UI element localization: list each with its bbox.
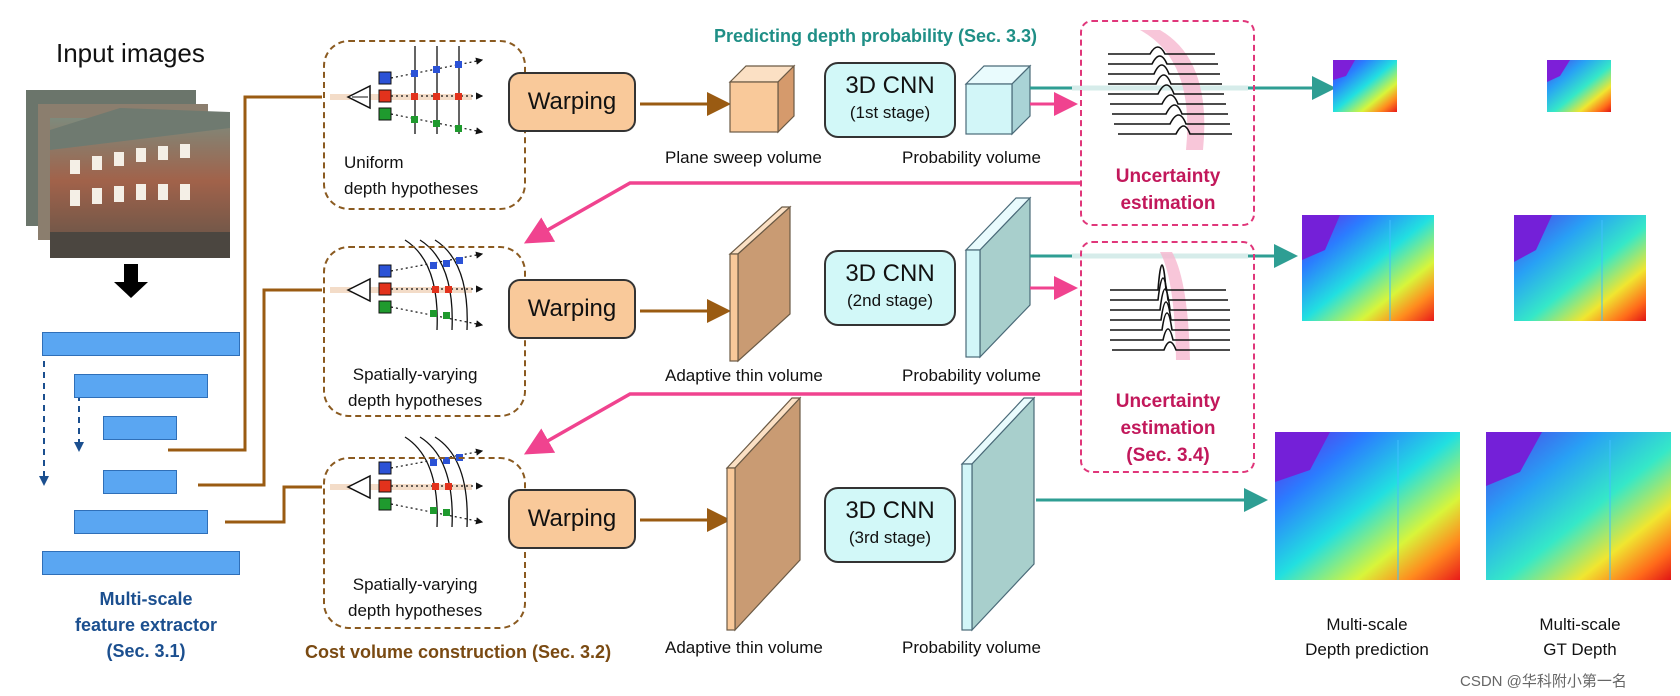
adaptive-thin-volume-stage3: [725, 396, 802, 632]
probability-volume-stage3: [960, 396, 1036, 632]
uncertainty-line2: estimation: [1120, 193, 1216, 214]
pred-line1: Multi-scale: [1326, 615, 1408, 634]
feature-block-scale2: [74, 374, 208, 398]
uncertainty-line1: Uncertainty: [1115, 166, 1221, 187]
cnn-stage2-label: (2nd stage): [847, 291, 933, 310]
gt-depth-label: Multi-scale GT Depth: [1510, 612, 1650, 662]
uncertainty-label-stage2: Uncertainty estimation (Sec. 3.4): [1094, 388, 1242, 469]
probability-distribution-plot-stage2: [1110, 252, 1230, 360]
probability-label-stage2: Probability volume: [902, 366, 1041, 385]
uniform-hypotheses-diagram: [330, 46, 484, 135]
feature-block-scale3: [103, 416, 177, 440]
gt-depth-medium: [1514, 215, 1646, 321]
feature-block-scale5: [74, 510, 208, 534]
uncertainty-box-stage2: [1080, 241, 1255, 473]
depth-prediction-small: [1333, 60, 1397, 112]
varying-hypotheses-label-stage3: Spatially-varying depth hypotheses: [348, 572, 482, 624]
cnn-box-stage2: 3D CNN (2nd stage): [824, 250, 956, 326]
uniform-line2: depth hypotheses: [344, 179, 479, 198]
plane-sweep-label: Plane sweep volume: [665, 148, 822, 167]
uncertainty-label-stage1: Uncertainty estimation: [1094, 163, 1242, 217]
probability-label-stage3: Probability volume: [902, 638, 1041, 657]
feature-connectors: [168, 95, 322, 524]
warp-arrows: [640, 92, 731, 532]
warping-box-stage2: Warping: [508, 279, 636, 339]
uncertainty-line3: (Sec. 3.4): [1126, 445, 1210, 466]
warping-box-stage1: Warping: [508, 72, 636, 132]
adaptive-thin-label-stage3: Adaptive thin volume: [665, 638, 823, 657]
gt-line1: Multi-scale: [1539, 615, 1621, 634]
cnn-title-stage3: 3D CNN: [845, 497, 935, 524]
depth-prediction-label: Multi-scale Depth prediction: [1287, 612, 1447, 662]
adaptive-thin-label-stage2: Adaptive thin volume: [665, 366, 823, 385]
feature-block-scale4: [103, 470, 177, 494]
probability-volume-stage2: [964, 196, 1032, 359]
uniform-hypotheses-label: Uniform depth hypotheses: [344, 150, 478, 202]
watermark: CSDN @华科附小第一名: [1460, 673, 1627, 690]
input-images-title: Input images: [56, 38, 205, 68]
cnn-title-stage1: 3D CNN: [845, 72, 935, 99]
probability-distribution-plot-stage1: [1108, 30, 1232, 150]
feature-extractor-label: Multi-scale feature extractor (Sec. 3.1): [56, 586, 236, 664]
varying-line1-stage3: Spatially-varying: [352, 575, 478, 594]
depth-prediction-large: [1275, 432, 1460, 580]
varying-line2: depth hypotheses: [348, 391, 483, 410]
cnn-box-stage1: 3D CNN (1st stage): [824, 62, 956, 138]
uncertainty-box-stage1: [1080, 20, 1255, 226]
uncertainty-feedback-arrows: [523, 181, 1080, 455]
prediction-arrows: [1030, 76, 1336, 512]
cnn-stage1-label: (1st stage): [849, 103, 931, 122]
cnn-title-stage2: 3D CNN: [845, 260, 935, 287]
feature-block-scale1: [42, 332, 240, 356]
uncertainty-input-arrows: [1030, 92, 1078, 300]
cnn-stage3-label: (3rd stage): [848, 528, 932, 547]
gt-depth-small: [1547, 60, 1611, 112]
varying-line1: Spatially-varying: [352, 365, 478, 384]
cost-volume-label: Cost volume construction (Sec. 3.2): [305, 642, 612, 662]
input-image-stack: [26, 90, 230, 258]
plane-sweep-volume: [728, 64, 796, 134]
cnn-box-stage3: 3D CNN (3rd stage): [824, 487, 956, 563]
depth-prediction-medium: [1302, 215, 1434, 321]
uncertainty-line1-stage2: Uncertainty: [1115, 391, 1221, 412]
feature-block-scale6: [42, 551, 240, 575]
probability-volume-stage1: [964, 64, 1032, 136]
warping-box-stage3: Warping: [508, 489, 636, 549]
varying-hypotheses-diagram-stage3: [330, 436, 484, 528]
pred-line2: Depth prediction: [1305, 640, 1429, 659]
uncertainty-line2-stage2: estimation: [1120, 418, 1216, 439]
gt-line2: GT Depth: [1543, 640, 1617, 659]
feature-extractor-line2: feature extractor: [74, 615, 218, 635]
feature-extractor-line3: (Sec. 3.1): [106, 641, 186, 661]
uniform-line1: Uniform: [344, 153, 404, 172]
varying-hypotheses-label-stage2: Spatially-varying depth hypotheses: [348, 362, 482, 414]
varying-hypotheses-diagram-stage2: [330, 239, 484, 331]
varying-line2-stage3: depth hypotheses: [348, 601, 483, 620]
feature-extractor-line1: Multi-scale: [99, 589, 193, 609]
down-arrow-icon: [114, 264, 148, 298]
gt-depth-large: [1486, 432, 1671, 580]
probability-label-stage1: Probability volume: [902, 148, 1041, 167]
predicting-probability-header: Predicting depth probability (Sec. 3.3): [714, 26, 1038, 46]
adaptive-thin-volume-stage2: [728, 205, 792, 363]
